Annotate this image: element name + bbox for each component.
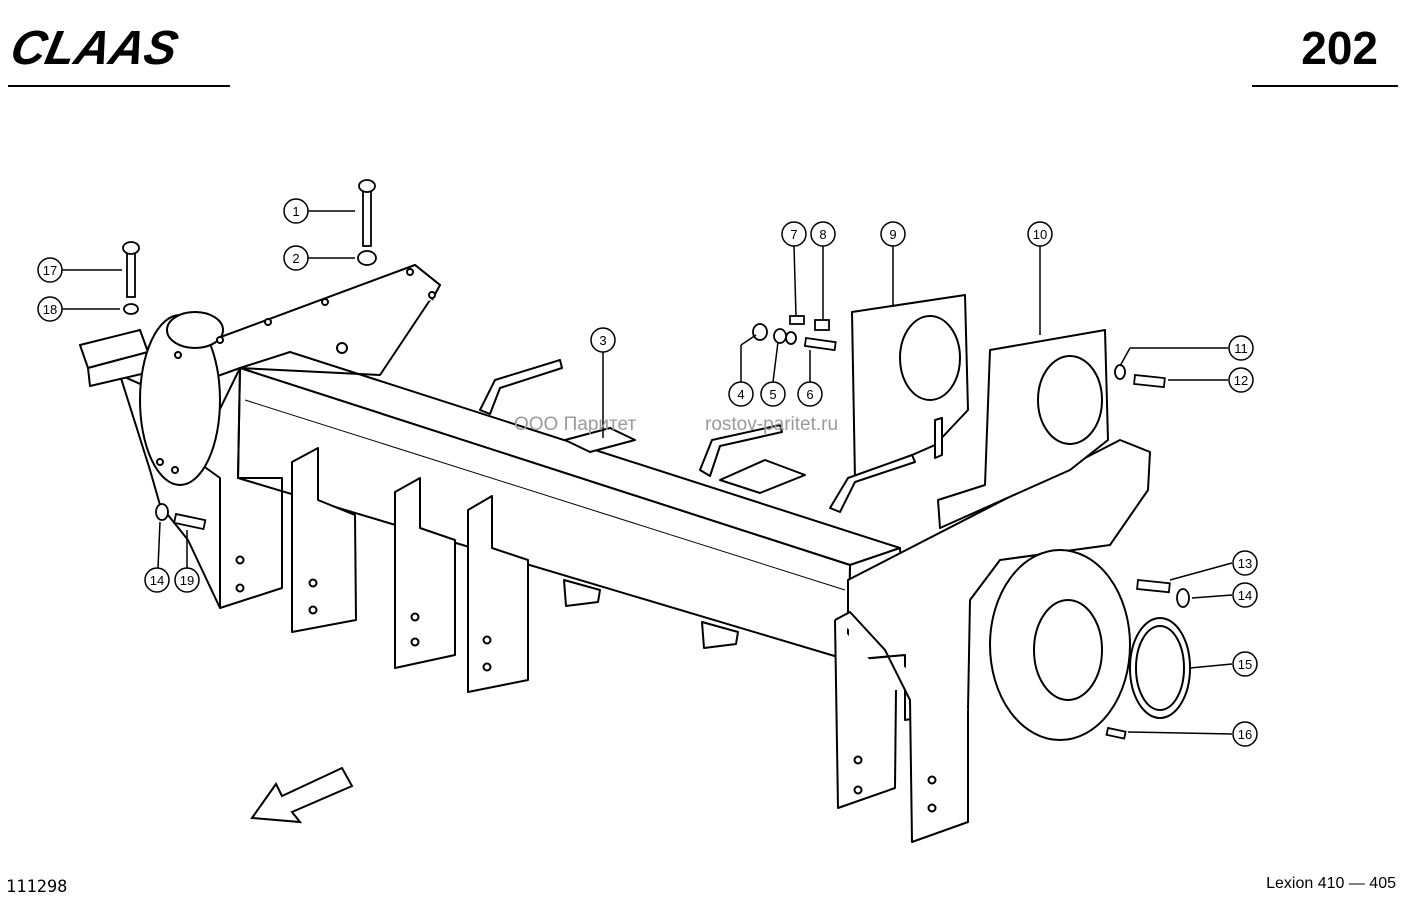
callout-10 — [1027, 221, 1053, 247]
callout-label-15: 15 — [1238, 657, 1252, 672]
callout-19 — [174, 567, 200, 593]
callout-11 — [1228, 335, 1254, 361]
claas-logo: CLAAS — [6, 21, 183, 74]
callout-label-18: 18 — [43, 302, 57, 317]
callout-label-19: 19 — [180, 573, 194, 588]
callout-labels: 1 2 3 4 5 6 7 8 9 10 11 12 13 14 15 16 1… — [43, 204, 1252, 742]
callout-9 — [880, 221, 906, 247]
frame-drawing — [79, 264, 1191, 843]
model-label: Lexion 410 — 405 — [1266, 875, 1396, 892]
callout-14 — [1232, 582, 1258, 608]
watermark-company: ООО Паритет — [514, 414, 636, 435]
callout-label-14-left: 14 — [150, 573, 164, 588]
callout-label-14: 14 — [1238, 588, 1252, 603]
fasteners — [122, 179, 1190, 740]
callout-7 — [781, 221, 807, 247]
callout-5 — [760, 381, 786, 407]
callout-13 — [1232, 550, 1258, 576]
callout-14-left — [144, 567, 170, 593]
drawing-id: 111298 — [6, 877, 67, 897]
callout-15 — [1232, 651, 1258, 677]
callout-label-5: 5 — [769, 387, 776, 402]
callout-1 — [283, 198, 309, 224]
direction-arrow-icon — [250, 766, 354, 824]
callout-label-8: 8 — [819, 227, 826, 242]
callout-label-16: 16 — [1238, 727, 1252, 742]
callout-4 — [728, 381, 754, 407]
watermark-site: rostov-paritet.ru — [705, 414, 838, 435]
callout-label-3: 3 — [599, 333, 606, 348]
callout-17 — [37, 257, 63, 283]
callout-8 — [810, 221, 836, 247]
callout-3 — [590, 327, 616, 353]
callout-label-11: 11 — [1234, 341, 1248, 356]
callout-label-12: 12 — [1234, 373, 1248, 388]
callout-label-7: 7 — [790, 227, 797, 242]
callouts — [37, 198, 1258, 747]
callout-label-17: 17 — [43, 263, 57, 278]
callout-label-10: 10 — [1033, 227, 1047, 242]
callout-16 — [1232, 721, 1258, 747]
callout-12 — [1228, 367, 1254, 393]
callout-label-6: 6 — [806, 387, 813, 402]
callout-6 — [797, 381, 823, 407]
callout-label-2: 2 — [292, 251, 299, 266]
callout-18 — [37, 296, 63, 322]
callout-label-13: 13 — [1238, 556, 1252, 571]
callout-label-4: 4 — [737, 387, 744, 402]
page-number: 202 — [1301, 22, 1378, 74]
callout-label-9: 9 — [889, 227, 896, 242]
callout-2 — [283, 245, 309, 271]
callout-label-1: 1 — [292, 204, 299, 219]
